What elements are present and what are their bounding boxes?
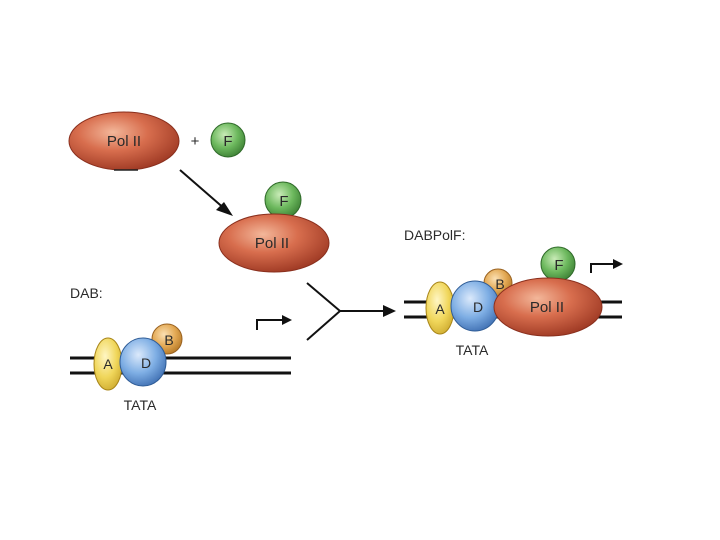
dab-title: DAB:: [70, 285, 103, 301]
dabpolf-pol-ii-label: Pol II: [530, 299, 564, 316]
top-factor-f: F: [210, 122, 246, 158]
dabpolf-tata-label: TATA: [456, 342, 489, 358]
dabpolf-factor-a-label: A: [435, 301, 445, 317]
dabpolf-transcription-start-arrow: [590, 259, 623, 273]
dabpolf-factor-d: D: [450, 280, 500, 332]
dab-factor-a: A: [93, 337, 123, 391]
assembly-arrow: [306, 282, 396, 341]
dabpolf-factor-a: A: [425, 281, 455, 335]
dab-factor-d: D: [119, 337, 167, 387]
middle-factor-f-label: F: [279, 193, 288, 210]
middle-pol-ii-label: Pol II: [255, 235, 289, 252]
dab-tata-label: TATA: [124, 397, 157, 413]
dab-factor-a-label: A: [103, 356, 113, 372]
dab-factor-d-label: D: [141, 355, 151, 371]
middle-pol-ii: Pol II: [218, 213, 330, 273]
top-pol-ii: Pol II: [68, 111, 180, 171]
binding-arrow: [179, 169, 233, 216]
top-factor-f-label: F: [223, 133, 232, 150]
top-pol-ii-label: Pol II: [107, 133, 141, 150]
dabpolf-title: DABPolF:: [404, 227, 465, 243]
dab-transcription-start-arrow: [256, 315, 292, 330]
middle-factor-f: F: [264, 181, 302, 219]
dabpolf-pol-ii: Pol II: [493, 277, 603, 337]
dabpolf-factor-f-label: F: [554, 257, 563, 274]
dabpolf-factor-f: F: [540, 246, 576, 282]
dabpolf-factor-b-label: B: [495, 276, 504, 292]
dab-factor-b-label: B: [164, 332, 173, 348]
dabpolf-factor-d-label: D: [473, 299, 483, 315]
plus-sign: +: [191, 133, 200, 150]
